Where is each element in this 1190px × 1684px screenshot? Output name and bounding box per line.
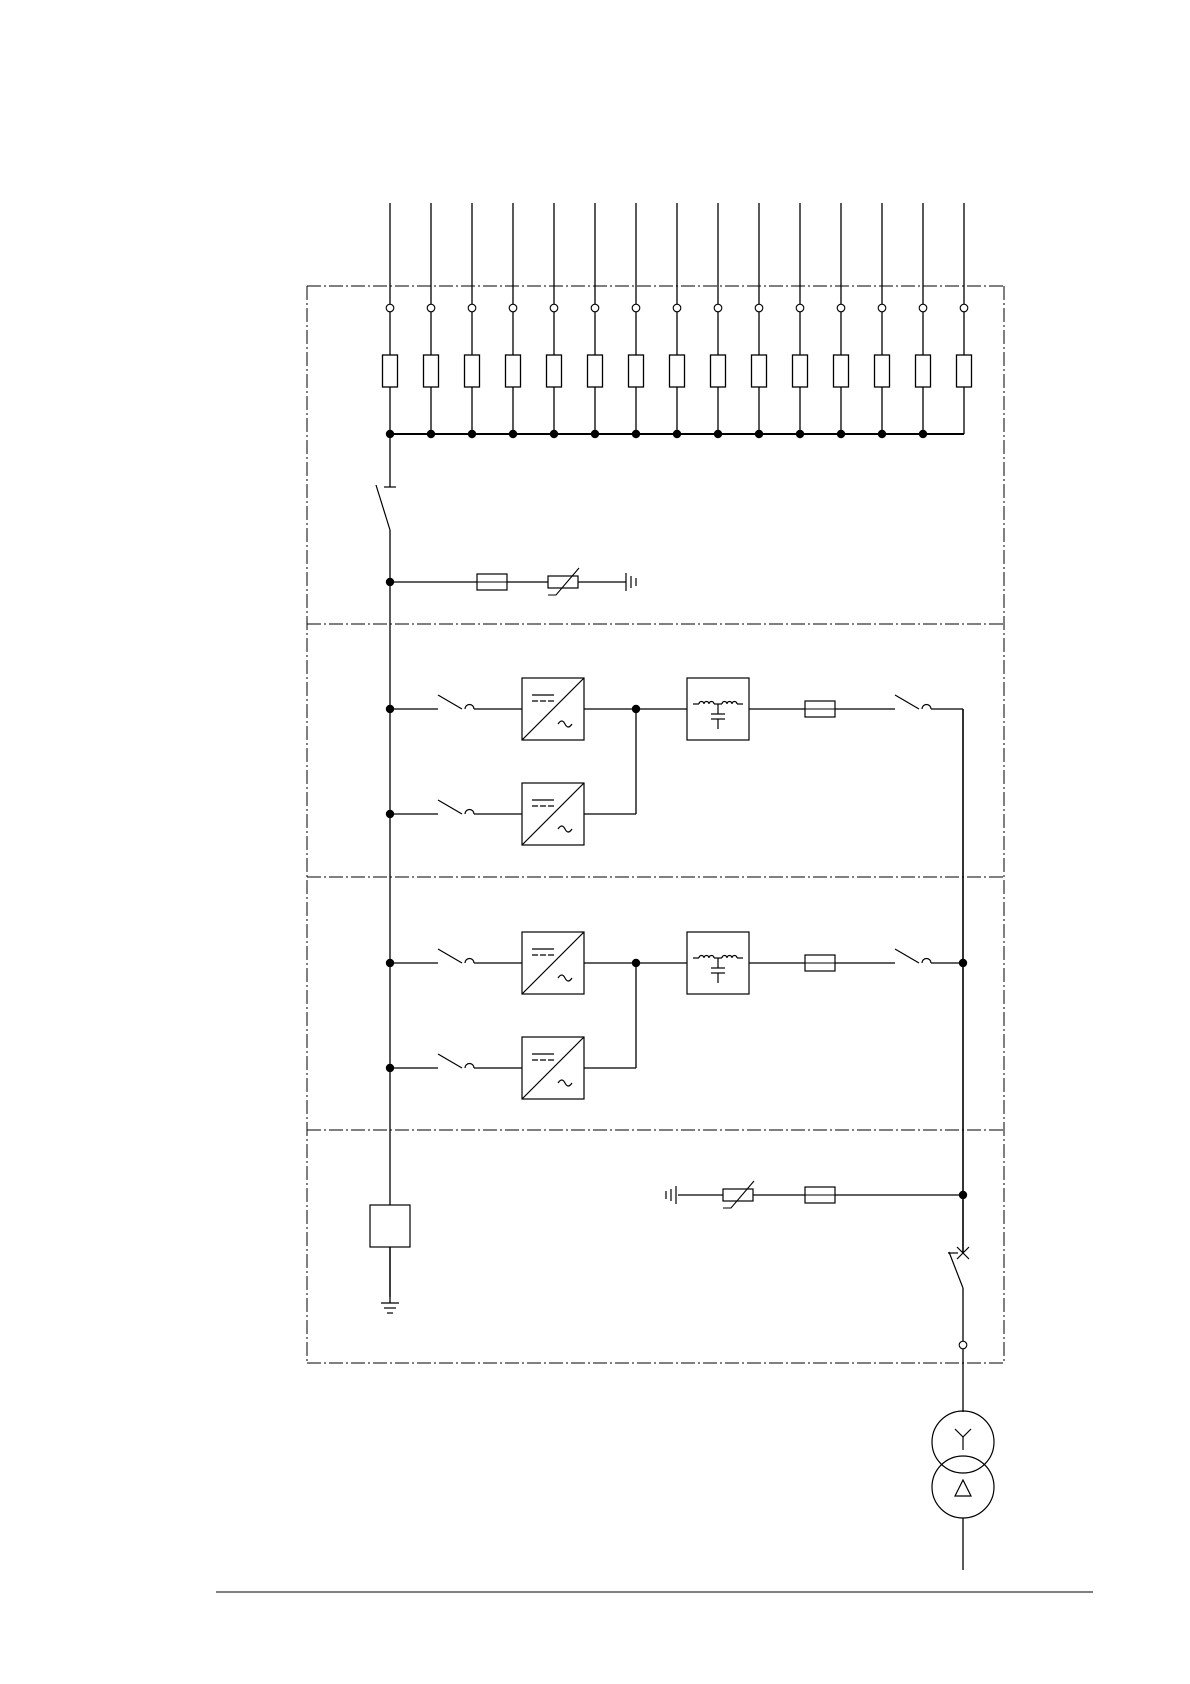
inverter-row-parallel bbox=[386, 709, 636, 818]
transformer bbox=[932, 1411, 994, 1518]
breaker-contact bbox=[438, 695, 462, 709]
breaker-contact bbox=[438, 1054, 462, 1068]
varistor bbox=[548, 568, 579, 595]
terminal bbox=[837, 304, 845, 312]
varistor bbox=[723, 1181, 754, 1208]
terminal bbox=[427, 304, 435, 312]
string-input bbox=[506, 203, 521, 438]
terminal bbox=[632, 304, 640, 312]
string-fuse bbox=[711, 355, 726, 387]
breaker-contact bbox=[438, 800, 462, 814]
inverter-row-main bbox=[386, 705, 963, 713]
string-input bbox=[834, 203, 849, 438]
breaker-arc bbox=[465, 705, 474, 710]
breaker-arc bbox=[465, 1064, 474, 1069]
breaker-contact bbox=[895, 949, 919, 963]
breaker-arc bbox=[922, 959, 931, 964]
string-input bbox=[547, 203, 562, 438]
breaker-arc bbox=[922, 705, 931, 710]
wiring bbox=[383, 203, 972, 1570]
terminal bbox=[673, 304, 681, 312]
star-symbol bbox=[955, 1429, 963, 1437]
string-input bbox=[711, 203, 726, 438]
lcl-filter bbox=[687, 932, 749, 994]
breaker-switch bbox=[895, 695, 931, 709]
terminal bbox=[796, 304, 804, 312]
string-fuse bbox=[957, 355, 972, 387]
string-input bbox=[793, 203, 808, 438]
string-fuse bbox=[383, 355, 398, 387]
star-symbol bbox=[963, 1429, 971, 1437]
terminal bbox=[591, 304, 599, 312]
string-fuse bbox=[547, 355, 562, 387]
inverter-row-main bbox=[386, 959, 963, 967]
inverter bbox=[522, 932, 584, 994]
breaker-contact bbox=[438, 949, 462, 963]
string-input bbox=[670, 203, 685, 438]
breaker-switch bbox=[438, 695, 474, 709]
string-fuse bbox=[588, 355, 603, 387]
ground-icon bbox=[666, 1186, 676, 1204]
terminal bbox=[550, 304, 558, 312]
breaker-contact bbox=[895, 695, 919, 709]
transformer-winding-delta bbox=[932, 1456, 994, 1518]
string-fuse bbox=[670, 355, 685, 387]
breaker-arc bbox=[465, 959, 474, 964]
terminal bbox=[714, 304, 722, 312]
delta-symbol bbox=[955, 1480, 971, 1496]
inverter bbox=[522, 783, 584, 845]
string-input bbox=[383, 203, 398, 438]
terminal bbox=[386, 304, 394, 312]
string-fuse bbox=[506, 355, 521, 387]
string-fuse bbox=[465, 355, 480, 387]
string-fuse bbox=[834, 355, 849, 387]
insulation-monitor bbox=[370, 1205, 410, 1247]
breaker-switch bbox=[438, 949, 474, 963]
lcl-filter bbox=[687, 678, 749, 740]
ground-icon bbox=[626, 573, 636, 591]
string-input bbox=[875, 203, 890, 438]
breaker-switch bbox=[438, 800, 474, 814]
terminal bbox=[509, 304, 517, 312]
junction-dot bbox=[959, 959, 967, 967]
terminal bbox=[919, 304, 927, 312]
inverter bbox=[522, 1037, 584, 1099]
string-input bbox=[916, 203, 931, 438]
string-fuse bbox=[629, 355, 644, 387]
string-inputs bbox=[383, 203, 972, 438]
section-frames bbox=[307, 286, 1004, 1363]
dc-disconnect-switch bbox=[376, 485, 390, 530]
inverter-row-parallel bbox=[386, 963, 636, 1072]
inverter bbox=[522, 678, 584, 740]
string-fuse bbox=[752, 355, 767, 387]
string-fuse bbox=[916, 355, 931, 387]
terminal bbox=[960, 304, 968, 312]
string-input bbox=[588, 203, 603, 438]
string-input bbox=[465, 203, 480, 438]
breaker-switch bbox=[438, 1054, 474, 1068]
earth-icon bbox=[381, 1303, 399, 1313]
ac-main-breaker bbox=[949, 1252, 963, 1288]
terminal bbox=[755, 304, 763, 312]
string-input bbox=[957, 203, 972, 434]
string-fuse bbox=[424, 355, 439, 387]
string-input bbox=[752, 203, 767, 438]
string-input bbox=[629, 203, 644, 438]
terminal bbox=[959, 1341, 967, 1349]
breaker-switch bbox=[895, 949, 931, 963]
string-fuse bbox=[793, 355, 808, 387]
string-fuse bbox=[875, 355, 890, 387]
string-input bbox=[424, 203, 439, 438]
terminal bbox=[468, 304, 476, 312]
terminal bbox=[878, 304, 886, 312]
breaker-arc bbox=[465, 810, 474, 815]
